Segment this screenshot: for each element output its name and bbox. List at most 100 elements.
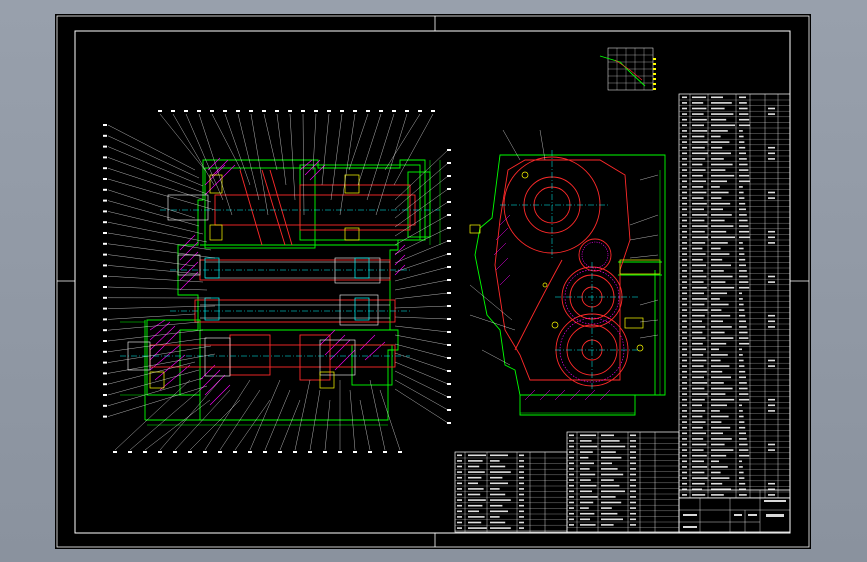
table-rows [679,99,790,498]
table-cell-mark [768,320,775,323]
table-cell-mark [692,281,704,283]
table-cell-mark [692,174,703,177]
table-cell-mark [711,186,720,188]
table-cell-mark [739,180,750,183]
leader-line [107,157,208,195]
table-cell-mark [682,376,687,379]
leader-line [107,337,208,352]
table-cell-mark [692,158,706,160]
balloon-mark [308,451,312,453]
table-cell-mark [711,163,733,166]
balloon-mark [447,318,451,320]
table-cell-mark [580,440,592,442]
table-cell-mark [569,462,574,465]
balloon-mark [447,357,451,359]
table-cell-mark [739,326,747,328]
table-cell-mark [490,493,506,496]
table-cell-mark [692,348,706,351]
table-cell-mark [711,404,727,407]
table-cell-mark [739,169,749,171]
leader-line [289,113,296,201]
table-cell-mark [768,449,775,451]
table-cell-mark [711,348,719,351]
table-cell-mark [569,501,574,504]
table-cell-mark [682,337,687,339]
table-cell-mark [682,169,687,171]
table-cell-mark [692,242,706,244]
table-cell-mark [580,501,594,504]
leader-line [394,343,449,359]
balloon-mark [447,305,451,307]
leader-line [394,253,449,273]
table-cell-mark [739,258,746,261]
table-cell-mark [682,186,687,188]
table-cell-mark [457,510,462,513]
table-cell-mark [682,163,687,166]
table-cell-mark [682,102,687,104]
table-cell-mark [692,96,706,99]
table-cell-mark [630,473,636,476]
leader-line [263,113,278,171]
balloon-mark [353,451,357,453]
table-cell-mark [739,225,749,227]
table-cell-mark [711,118,727,121]
table-cell-mark [768,191,775,194]
table-cell-mark [569,524,574,526]
balloon-mark [103,340,107,342]
balloon-mark [210,110,214,112]
balloon-mark [103,221,107,224]
balloon-mark [103,350,107,353]
table-cell-mark [692,494,706,496]
table-entries [682,96,775,496]
table-cell-mark [692,309,708,311]
table-cell-mark [739,107,748,110]
table-cell-mark [692,197,704,199]
leader-line [185,113,224,201]
table-cell-mark [569,473,574,476]
table-cell-mark [739,449,749,451]
leader-line [107,243,216,259]
table-cell-mark [692,253,706,255]
leader-line [107,321,200,331]
table-cell-mark [580,462,594,465]
table-cell-mark [711,258,723,261]
table-cell-mark [692,275,707,278]
leader-line [357,113,382,186]
balloon-mark [301,110,305,112]
table-cell-mark [682,124,687,127]
table-cell-mark [739,359,744,362]
table-cell-mark [682,281,687,283]
table-cell-mark [711,124,735,127]
table-cell-mark [682,225,687,227]
table-cell-mark [739,275,748,278]
table-cell-mark [692,202,707,205]
table-cell-mark [739,214,747,216]
table-cell-mark [519,527,524,529]
table-cell-mark [519,493,524,496]
balloon-mark [366,110,370,112]
table-cell-mark [682,236,687,239]
leader-lines [103,110,451,453]
balloon-mark [103,156,107,159]
balloon-mark [103,383,107,386]
table-cell-mark [630,501,636,504]
table-cell-mark [580,496,598,498]
table-cell-mark [601,518,623,521]
table-cell-mark [682,298,687,300]
table-cell-mark [682,494,687,496]
table-cell-mark [711,202,731,205]
table-cell-mark [711,314,731,317]
table-cell-mark [601,496,616,498]
table-cell-mark [682,130,687,132]
balloon-mark [103,134,107,137]
table-cell-mark [739,286,750,289]
table-cell-mark [682,270,687,272]
table-cell-mark [630,484,636,487]
balloon-mark [249,110,253,112]
leader-line [279,399,301,451]
table-cell-mark [692,438,704,440]
balloon-mark [447,201,451,203]
table-cell-mark [692,258,703,261]
table-cell-mark [711,214,732,216]
